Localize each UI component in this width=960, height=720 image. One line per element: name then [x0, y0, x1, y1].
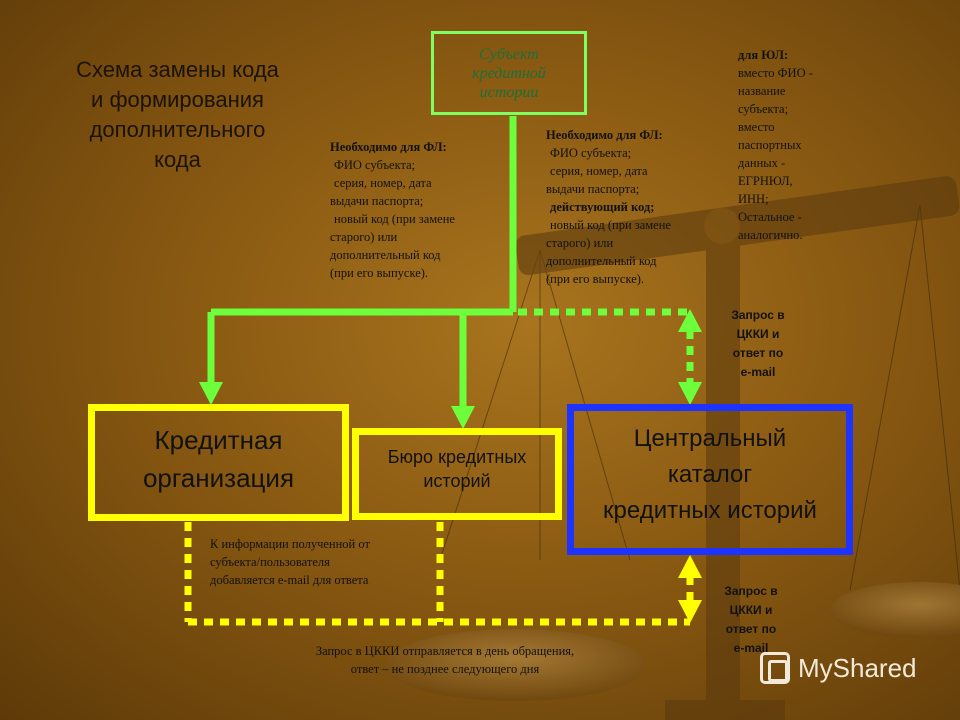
legal-entity-line: ЕГРНЮЛ,	[738, 174, 793, 188]
note-line: К информации полученной от	[210, 537, 370, 551]
left-requirements: Необходимо для ФЛ: ФИО субъекта; серия, …	[330, 138, 500, 282]
yellow-dotted-connectors	[184, 522, 694, 626]
green-arrowheads	[199, 382, 475, 429]
title-line: кода	[154, 147, 201, 172]
slide-title: Схема замены кода и формирования дополни…	[50, 55, 305, 175]
requirement-item: старого) или	[546, 236, 614, 250]
request-top-label: Запрос в ЦККИ и ответ по e-mail	[716, 306, 800, 382]
green-dotted-arrowheads	[678, 309, 702, 405]
requirement-item: ФИО субъекта;	[334, 158, 416, 172]
requirement-item: выдачи паспорта;	[546, 182, 640, 196]
request-line: ЦККИ и	[736, 327, 780, 341]
legal-entity-line: ИНН;	[738, 192, 769, 206]
legal-entity-line: название	[738, 84, 786, 98]
requirements-heading: Необходимо для ФЛ:	[330, 140, 447, 154]
central-catalog-box: Центральный каталог кредитных историй	[567, 404, 853, 555]
box-line: Центральный	[633, 425, 787, 452]
requirement-item: серия, номер, дата	[550, 164, 648, 178]
credit-bureau-box: Бюро кредитных историй	[352, 428, 562, 520]
requirement-item: (при его выпуске).	[330, 266, 429, 280]
requirement-item: старого) или	[330, 230, 398, 244]
title-line: дополнительного	[89, 117, 266, 142]
requirement-item: (при его выпуске).	[546, 272, 645, 286]
subject-line: истории	[479, 83, 539, 101]
requirement-item: серия, номер, дата	[334, 176, 432, 190]
request-line: Запрос в	[731, 308, 785, 322]
green-solid-connectors	[207, 116, 517, 410]
watermark: MyShared	[760, 652, 917, 684]
legal-entity-line: паспортных	[738, 138, 802, 152]
requirement-item: новый код (при замене	[334, 212, 455, 226]
credit-subject-box: Субъект кредитной истории	[431, 31, 587, 115]
watermark-text: MyShared	[798, 652, 917, 683]
right-requirements: Необходимо для ФЛ: ФИО субъекта; серия, …	[546, 126, 716, 288]
requirement-item: ФИО субъекта;	[550, 146, 632, 160]
legal-entity-line: аналогично.	[738, 228, 803, 242]
box-line: каталог	[667, 461, 753, 488]
yellow-arrowheads	[678, 555, 702, 623]
box-line: Кредитная	[154, 425, 283, 455]
legal-entity-line: Остальное -	[738, 210, 802, 224]
legal-entity-note: для ЮЛ: вместо ФИО - название субъекта; …	[738, 46, 858, 244]
legal-entity-line: данных -	[738, 156, 786, 170]
title-line: и формирования	[91, 87, 264, 112]
requirement-item: дополнительный код	[546, 254, 657, 268]
credit-organization-box: Кредитная организация	[88, 404, 349, 521]
request-bottom-label: Запрос в ЦККИ и ответ по e-mail	[708, 582, 794, 658]
title-line: Схема замены кода	[76, 57, 279, 82]
green-dotted-connectors	[518, 308, 694, 384]
request-line: e-mail	[733, 641, 769, 655]
request-line: ЦККИ и	[729, 603, 773, 617]
email-note: К информации полученной от субъекта/поль…	[210, 535, 430, 589]
legal-entity-line: субъекта;	[738, 102, 789, 116]
note-line: добавляется e-mail для ответа	[210, 573, 369, 587]
subject-line: Субъект	[479, 45, 539, 63]
note-line: субъекта/пользователя	[210, 555, 330, 569]
legal-entity-line: вместо	[738, 120, 775, 134]
request-line: Запрос в	[724, 584, 778, 598]
timing-note: Запрос в ЦККИ отправляется в день обраще…	[260, 642, 630, 678]
requirement-item: действующий код;	[550, 200, 655, 214]
requirement-item: выдачи паспорта;	[330, 194, 424, 208]
requirement-item: дополнительный код	[330, 248, 441, 262]
request-line: e-mail	[740, 365, 776, 379]
note-line: Запрос в ЦККИ отправляется в день обраще…	[315, 644, 575, 658]
requirement-item: новый код (при замене	[550, 218, 671, 232]
box-line: Бюро кредитных	[387, 447, 527, 467]
legal-entity-line: вместо ФИО -	[738, 66, 813, 80]
box-line: организация	[142, 463, 295, 493]
myshared-logo-icon	[760, 652, 790, 684]
note-line: ответ – не позднее следующего дня	[350, 662, 540, 676]
request-line: ответ по	[732, 346, 784, 360]
box-line: кредитных историй	[603, 497, 817, 524]
subject-line: кредитной	[472, 64, 546, 82]
box-line: историй	[423, 471, 491, 491]
requirements-heading: Необходимо для ФЛ:	[546, 128, 663, 142]
scales-illustration	[385, 176, 960, 720]
request-line: ответ по	[725, 622, 777, 636]
legal-entity-heading: для ЮЛ:	[738, 48, 789, 62]
